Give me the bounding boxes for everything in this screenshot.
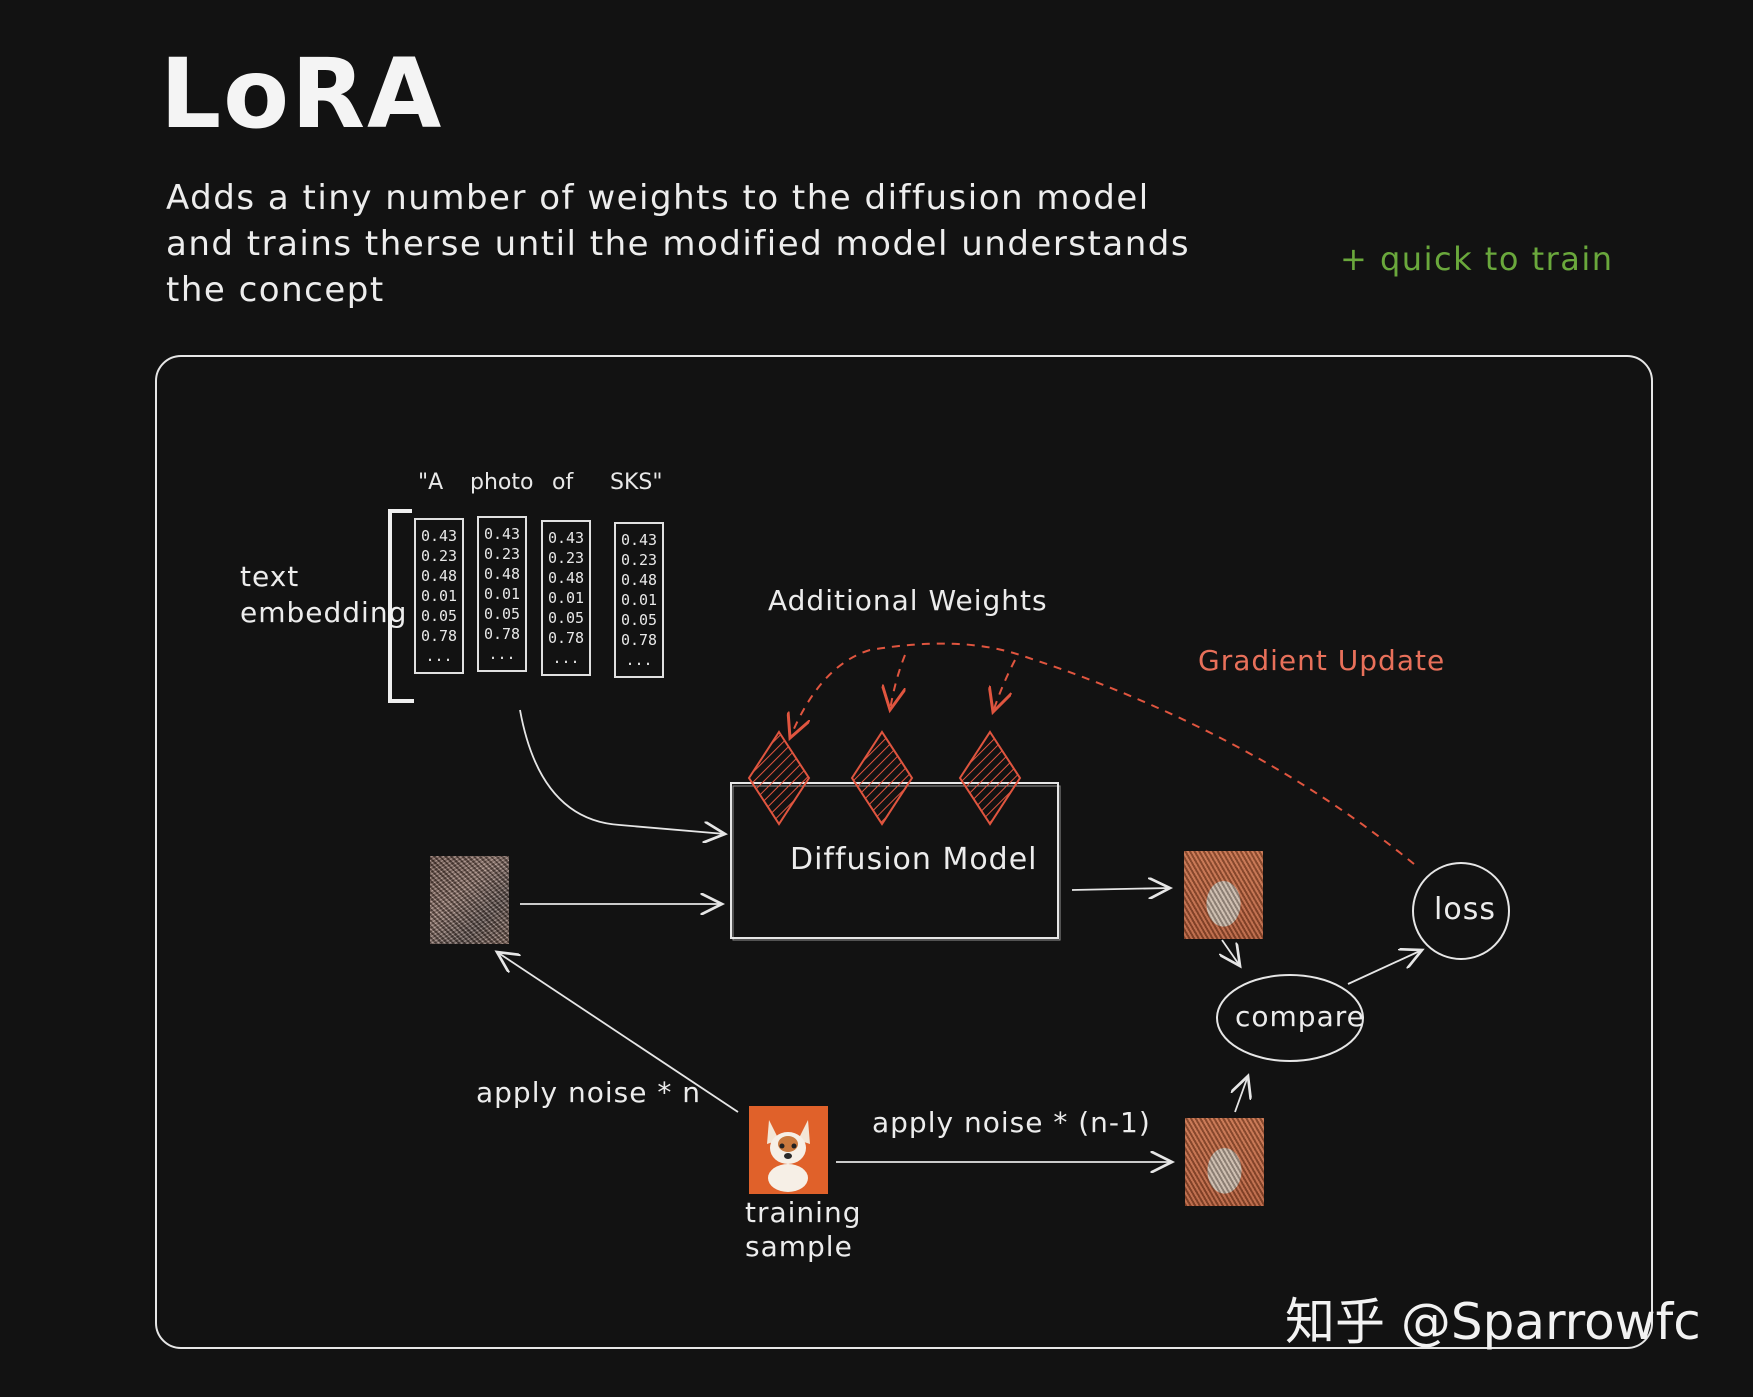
embedding-value: 0.78 [620, 631, 658, 649]
gradient-arrow-2 [890, 654, 906, 710]
embedding-value: 0.23 [420, 547, 458, 565]
embedding-value: 0.43 [620, 531, 658, 549]
pro-note: + quick to train [1340, 240, 1614, 278]
apply-noise-n-label: apply noise * n [476, 1076, 701, 1109]
embedding-value: 0.01 [420, 587, 458, 605]
subtitle-line-1: Adds a tiny number of weights to the dif… [166, 178, 1150, 218]
embedding-arrow [519, 709, 725, 834]
embedding-value: 0.43 [483, 525, 521, 543]
text-embedding-label-2: embedding [240, 596, 408, 629]
embedding-value: 0.05 [547, 609, 585, 627]
embedding-value: ... [625, 651, 653, 669]
compare-loss-arrow [1347, 950, 1422, 985]
embedding-value: 0.05 [620, 611, 658, 629]
gradient-update-label: Gradient Update [1198, 644, 1446, 677]
embedding-column-1: 0.43 0.23 0.48 0.01 0.05 0.78 ... [414, 518, 464, 674]
denoised-output-image [1184, 851, 1263, 939]
embedding-value: 0.48 [620, 571, 658, 589]
embedding-value: 0.78 [483, 625, 521, 643]
page-title: LoRA [160, 38, 444, 150]
embedding-value: 0.43 [547, 529, 585, 547]
embedding-column-4: 0.43 0.23 0.48 0.01 0.05 0.78 ... [614, 522, 664, 678]
noised-target-image [1185, 1118, 1264, 1206]
gradient-update-path [790, 642, 1415, 865]
token-photo: photo [470, 470, 534, 495]
embedding-column-3: 0.43 0.23 0.48 0.01 0.05 0.78 ... [541, 520, 591, 676]
embedding-value: 0.78 [547, 629, 585, 647]
weight-diamond-2 [850, 730, 914, 826]
subtitle-line-2: and trains therse until the modified mod… [166, 224, 1191, 264]
watermark: 知乎 @Sparrowfc [1285, 1293, 1701, 1351]
training-sample-label-1: training [745, 1196, 862, 1229]
token-sks: SKS" [610, 470, 663, 495]
output-compare-arrow [1222, 939, 1240, 966]
loss-circle [1412, 862, 1510, 960]
embedding-value: 0.05 [420, 607, 458, 625]
dog-icon [767, 1120, 810, 1192]
embedding-value: 0.23 [547, 549, 585, 567]
training-sample-label-2: sample [745, 1230, 853, 1263]
output-arrow [1071, 888, 1170, 890]
embedding-value: 0.78 [420, 627, 458, 645]
embedding-column-2: 0.43 0.23 0.48 0.01 0.05 0.78 ... [477, 516, 527, 672]
weight-diamond-1 [747, 730, 811, 826]
additional-weights-label: Additional Weights [768, 584, 1048, 617]
embedding-value: ... [425, 647, 453, 665]
embedding-value: 0.23 [483, 545, 521, 563]
training-sample-image [749, 1106, 828, 1194]
noise-image [430, 856, 509, 944]
embedding-value: 0.01 [547, 589, 585, 607]
target-compare-arrow [1235, 1076, 1248, 1113]
compare-label: compare [1235, 1000, 1365, 1033]
embedding-value: 0.43 [420, 527, 458, 545]
diagram-frame [155, 355, 1653, 1349]
embedding-value: 0.48 [420, 567, 458, 585]
token-a: "A [418, 470, 444, 495]
embedding-value: 0.05 [483, 605, 521, 623]
embedding-value: 0.01 [483, 585, 521, 603]
subtitle-line-3: the concept [166, 270, 385, 310]
embedding-value: ... [488, 645, 516, 663]
apply-noise-n1-label: apply noise * (n-1) [872, 1106, 1151, 1139]
embedding-value: ... [552, 649, 580, 667]
gradient-arrow-3 [993, 659, 1016, 712]
embedding-value: 0.48 [547, 569, 585, 587]
weight-diamond-3 [958, 730, 1022, 826]
apply-noise-arrow [497, 952, 739, 1113]
text-embedding-label-1: text [240, 560, 300, 593]
embedding-value: 0.01 [620, 591, 658, 609]
embedding-value: 0.48 [483, 565, 521, 583]
token-of: of [552, 470, 574, 495]
embedding-bracket [388, 509, 414, 703]
loss-label: loss [1434, 892, 1496, 927]
embedding-value: 0.23 [620, 551, 658, 569]
diffusion-model-label: Diffusion Model [790, 842, 1038, 877]
compare-ellipse [1216, 974, 1364, 1062]
